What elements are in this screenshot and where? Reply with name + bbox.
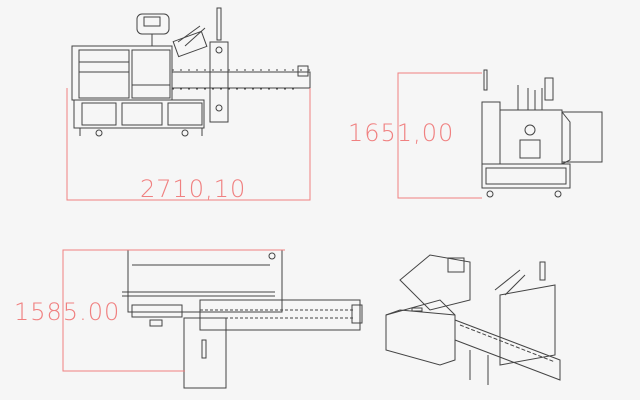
front-view-machine (71, 7, 311, 137)
top-view-machine (122, 249, 363, 389)
depth-dimension-label: 1585.00 (14, 298, 121, 326)
side-view-machine (481, 69, 603, 198)
dimension-lines (62, 72, 482, 372)
width-dimension-label: 2710,10 (140, 175, 247, 203)
height-dimension-label: 1651,00 (348, 119, 455, 147)
isometric-machine (385, 254, 561, 385)
